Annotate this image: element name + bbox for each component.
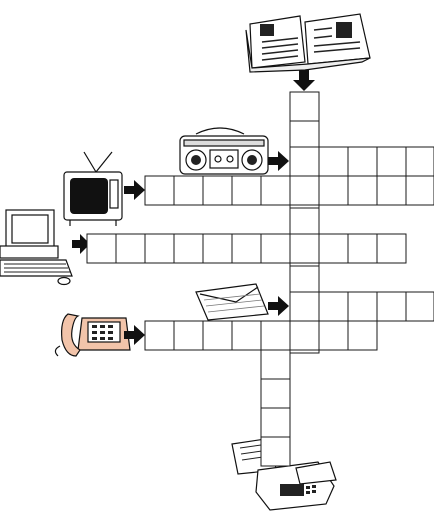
grid-cell[interactable] bbox=[376, 146, 407, 177]
grid-cell[interactable] bbox=[289, 146, 320, 177]
grid-cell[interactable] bbox=[231, 175, 262, 206]
grid-cell[interactable] bbox=[289, 320, 320, 351]
arrow-right-tv bbox=[124, 180, 145, 200]
grid-cell[interactable] bbox=[115, 233, 146, 264]
grid-cell[interactable] bbox=[202, 233, 233, 264]
grid-cell[interactable] bbox=[347, 175, 378, 206]
grid-cell[interactable] bbox=[405, 291, 434, 322]
grid-cell[interactable] bbox=[86, 233, 117, 264]
newspaper-icon bbox=[245, 13, 371, 73]
arrow-right-radio bbox=[268, 151, 289, 171]
grid-cell[interactable] bbox=[318, 291, 349, 322]
computer-icon bbox=[0, 209, 73, 286]
grid-cell[interactable] bbox=[260, 233, 291, 264]
grid-cell[interactable] bbox=[202, 175, 233, 206]
grid-cell[interactable] bbox=[405, 175, 434, 206]
grid-cell[interactable] bbox=[260, 349, 291, 380]
grid-cell[interactable] bbox=[289, 233, 320, 264]
grid-cell[interactable] bbox=[347, 291, 378, 322]
letter-envelope-icon bbox=[195, 283, 269, 321]
arrow-right-envelope bbox=[268, 296, 289, 316]
grid-cell[interactable] bbox=[260, 320, 291, 351]
grid-cell[interactable] bbox=[260, 175, 291, 206]
grid-cell[interactable] bbox=[347, 320, 378, 351]
crossword-grid bbox=[86, 91, 434, 467]
grid-cell[interactable] bbox=[318, 175, 349, 206]
grid-cell[interactable] bbox=[144, 320, 175, 351]
grid-cell[interactable] bbox=[376, 175, 407, 206]
grid-cell[interactable] bbox=[173, 320, 204, 351]
grid-cell[interactable] bbox=[289, 265, 320, 296]
grid-cell[interactable] bbox=[289, 175, 320, 206]
grid-cell[interactable] bbox=[318, 233, 349, 264]
radio-cassette-icon bbox=[179, 127, 269, 175]
grid-cell[interactable] bbox=[405, 146, 434, 177]
arrow-right-computer bbox=[72, 234, 90, 254]
grid-cell[interactable] bbox=[318, 146, 349, 177]
grid-cell[interactable] bbox=[202, 320, 233, 351]
grid-cell[interactable] bbox=[318, 320, 349, 351]
grid-cell[interactable] bbox=[173, 233, 204, 264]
grid-cell[interactable] bbox=[376, 291, 407, 322]
fax-machine-icon bbox=[231, 437, 337, 511]
arrow-down-newspaper bbox=[293, 70, 315, 91]
grid-cell[interactable] bbox=[347, 146, 378, 177]
grid-cell[interactable] bbox=[144, 233, 175, 264]
grid-cell[interactable] bbox=[260, 436, 291, 467]
arrow-right-phone bbox=[124, 325, 145, 345]
grid-cell[interactable] bbox=[260, 378, 291, 409]
telephone-icon bbox=[54, 313, 131, 357]
grid-cell[interactable] bbox=[289, 291, 320, 322]
grid-cell[interactable] bbox=[260, 407, 291, 438]
grid-cell[interactable] bbox=[347, 233, 378, 264]
grid-cell[interactable] bbox=[231, 233, 262, 264]
grid-cell[interactable] bbox=[289, 91, 320, 122]
grid-cell[interactable] bbox=[231, 320, 262, 351]
grid-cell[interactable] bbox=[173, 175, 204, 206]
grid-cell[interactable] bbox=[144, 175, 175, 206]
grid-cell[interactable] bbox=[289, 207, 320, 238]
television-icon bbox=[63, 151, 123, 226]
grid-cell[interactable] bbox=[376, 233, 407, 264]
grid-cell[interactable] bbox=[289, 120, 320, 151]
